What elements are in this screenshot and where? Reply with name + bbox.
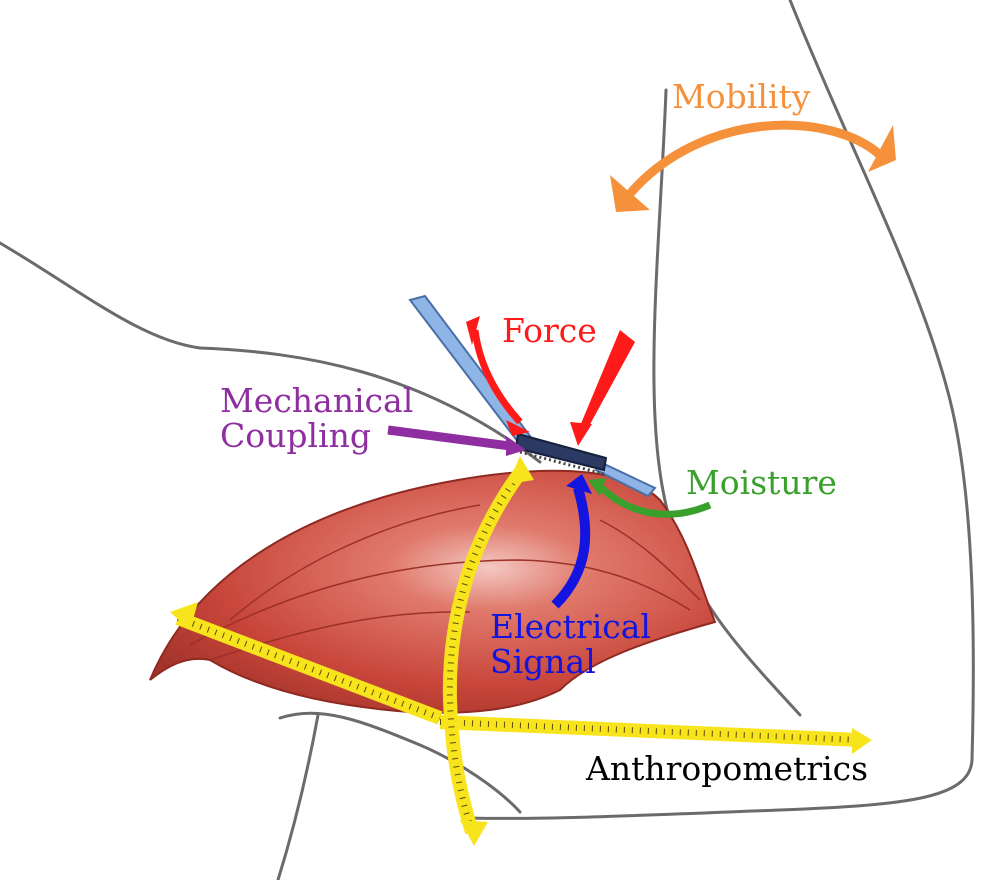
muscle-fiber bbox=[229, 504, 481, 621]
anthropometrics-label: Anthropometrics bbox=[586, 749, 869, 788]
arrowhead bbox=[170, 602, 198, 630]
tape-vertical bbox=[442, 465, 528, 835]
arrowhead bbox=[506, 420, 530, 436]
tape-horizontal-left bbox=[175, 611, 443, 725]
mechanical-coupling-arrow bbox=[387, 425, 526, 456]
mechanical-coupling-label-line2: Coupling bbox=[220, 415, 371, 455]
tape-horizontal-right bbox=[439, 715, 861, 747]
muscle-fiber bbox=[189, 559, 691, 646]
lower-body-outline bbox=[278, 711, 522, 814]
arrowhead bbox=[852, 728, 872, 754]
mobility-label: Mobility bbox=[672, 77, 811, 116]
torso-outline bbox=[276, 713, 320, 882]
muscle-body bbox=[149, 469, 717, 714]
arrowhead bbox=[508, 456, 534, 484]
muscle-fiber bbox=[599, 519, 701, 601]
arrowhead bbox=[566, 474, 592, 494]
arrowhead bbox=[466, 316, 480, 345]
arrowhead bbox=[588, 478, 606, 496]
arrowhead bbox=[868, 125, 896, 172]
sensor-pad bbox=[514, 432, 608, 472]
electrical-signal-label-line2: Signal bbox=[490, 641, 596, 681]
force-label: Force bbox=[502, 311, 597, 350]
arrowhead bbox=[460, 820, 488, 846]
mechanical-coupling-label: Mechanical Coupling bbox=[220, 381, 414, 455]
electrical-signal-label-line1: Electrical bbox=[490, 607, 651, 646]
force-wedge-arrow bbox=[580, 330, 635, 428]
mechanical-coupling-label-line1: Mechanical bbox=[220, 381, 414, 420]
electrical-signal-arrow bbox=[551, 474, 592, 609]
forearm-outer-outline bbox=[468, 0, 975, 820]
strap bbox=[408, 294, 532, 444]
upper-arm-outline bbox=[0, 241, 542, 464]
arrowhead bbox=[610, 175, 650, 212]
wearable-sensor bbox=[408, 294, 657, 498]
electrical-signal-label: Electrical Signal bbox=[490, 607, 651, 681]
moisture-label: Moisture bbox=[686, 463, 837, 502]
arrowhead bbox=[506, 436, 526, 456]
moisture-arrow bbox=[588, 478, 712, 518]
arrowhead bbox=[570, 422, 592, 446]
mobility-arrow bbox=[610, 120, 896, 212]
anthropometric-tapes bbox=[170, 456, 872, 846]
forearm-inner-outline bbox=[652, 88, 802, 717]
force-arrows bbox=[466, 316, 635, 446]
